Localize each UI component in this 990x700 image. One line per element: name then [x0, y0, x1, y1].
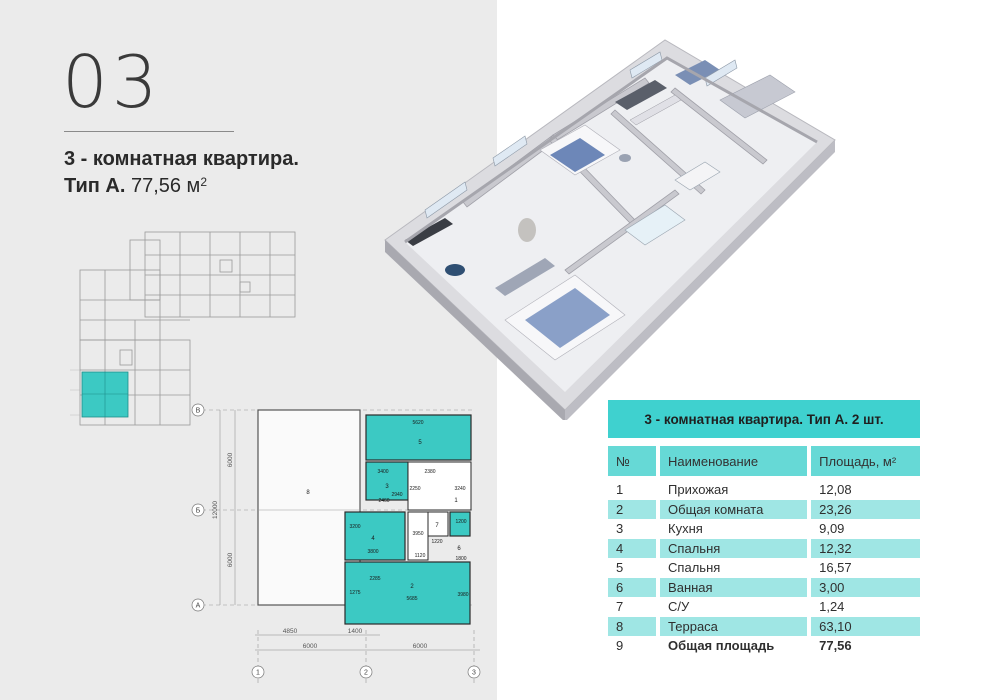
row-name: С/У [660, 597, 808, 617]
room-2 [344, 561, 471, 625]
row-name: Прихожая [660, 480, 808, 500]
dim-1120: 1120 [415, 553, 426, 559]
room-label-4: 4 [371, 536, 375, 542]
dim-2940: 2940 [391, 492, 402, 498]
area-unit-sup: 2 [200, 175, 207, 189]
dim-3980: 3980 [457, 592, 468, 598]
room-4 [344, 511, 406, 561]
row-area: 9,09 [811, 519, 920, 539]
room-label-8: 8 [306, 490, 310, 496]
type-label: Тип А. [64, 175, 126, 197]
row-area: 1,24 [811, 597, 920, 617]
site-key-plan [70, 231, 296, 426]
row-number: 6 [608, 577, 657, 597]
apartment-3d-render [384, 39, 836, 420]
dim-3240: 3240 [454, 486, 465, 492]
dim-2380: 2380 [424, 469, 435, 475]
room-6 [449, 511, 471, 537]
row-name: Ванная [660, 577, 808, 597]
dim-left-bottom: 6000 [227, 552, 234, 567]
room-label-6: 6 [457, 546, 461, 552]
dim-5620: 5620 [412, 420, 423, 426]
col-header-number: № [608, 446, 657, 476]
dim-1220: 1220 [431, 539, 442, 545]
room-label-2: 2 [410, 584, 414, 590]
floor-plan: В Б А 1 2 3 6000 12000 6000 4850 1400 60… [191, 403, 481, 685]
divider [64, 131, 234, 132]
dim-left-top: 6000 [227, 452, 234, 467]
room-3 [365, 461, 409, 501]
axis-label-2: 2 [364, 670, 368, 677]
room-label-3: 3 [385, 484, 389, 490]
dim-5685: 5685 [406, 596, 417, 602]
dim-3400: 3400 [377, 469, 388, 475]
room-label-5: 5 [418, 440, 422, 446]
row-name: Спальня [660, 538, 808, 558]
row-name: Спальня [660, 558, 808, 578]
row-area: 63,10 [811, 616, 920, 636]
dim-2460: 2460 [378, 498, 389, 504]
room-area-table: 3 - комнатная квартира. Тип А. 2 шт. № Н… [608, 400, 920, 656]
row-name: Общая комната [660, 499, 808, 519]
apartment-subtitle: Тип А. 77,56 м2 [64, 175, 207, 198]
axis-label-b: Б [196, 508, 201, 515]
dim-1200: 1200 [455, 519, 466, 525]
total-name: Общая площадь [660, 636, 808, 656]
plan-number: 03 [62, 40, 162, 124]
dim-3200: 3200 [349, 524, 360, 530]
apartment-title: 3 - комнатная квартира. [64, 148, 299, 170]
axis-label-3: 3 [472, 670, 476, 677]
row-area: 12,08 [811, 480, 920, 500]
terrace [257, 409, 361, 606]
row-area: 12,32 [811, 538, 920, 558]
row-area: 23,26 [811, 499, 920, 519]
row-number: 1 [608, 480, 657, 500]
axis-label-a: А [196, 603, 201, 610]
dim-1800: 1800 [455, 556, 466, 562]
axis-label-v: В [196, 408, 201, 415]
row-name: Кухня [660, 519, 808, 539]
dim-2250: 2250 [409, 486, 420, 492]
dim-2285: 2285 [369, 576, 380, 582]
row-number: 5 [608, 558, 657, 578]
area-label: 77,56 м [130, 175, 201, 197]
room-1 [407, 461, 472, 511]
row-number: 8 [608, 616, 657, 636]
dim-bottom-2: 1400 [348, 628, 363, 635]
dim-bottom-1: 4850 [283, 628, 298, 635]
room-5 [365, 414, 472, 461]
row-area: 3,00 [811, 577, 920, 597]
row-number: 2 [608, 499, 657, 519]
total-number: 9 [608, 636, 657, 656]
dim-bottom-3: 6000 [303, 643, 318, 650]
table-title: 3 - комнатная квартира. Тип А. 2 шт. [608, 400, 920, 438]
dim-3950: 3950 [412, 531, 423, 537]
room-label-7: 7 [435, 523, 439, 529]
row-number: 3 [608, 519, 657, 539]
row-number: 7 [608, 597, 657, 617]
total-area: 77,56 [811, 636, 920, 656]
row-number: 4 [608, 538, 657, 558]
axis-label-1: 1 [256, 670, 260, 677]
dim-left-total: 12000 [212, 501, 219, 519]
dim-1275: 1275 [349, 590, 360, 596]
col-header-name: Наименование [660, 446, 808, 476]
dim-3800: 3800 [367, 549, 378, 555]
room-label-1: 1 [454, 498, 458, 504]
col-header-area: Площадь, м² [811, 446, 920, 476]
dim-bottom-4: 6000 [413, 643, 428, 650]
row-area: 16,57 [811, 558, 920, 578]
row-name: Терраса [660, 616, 808, 636]
